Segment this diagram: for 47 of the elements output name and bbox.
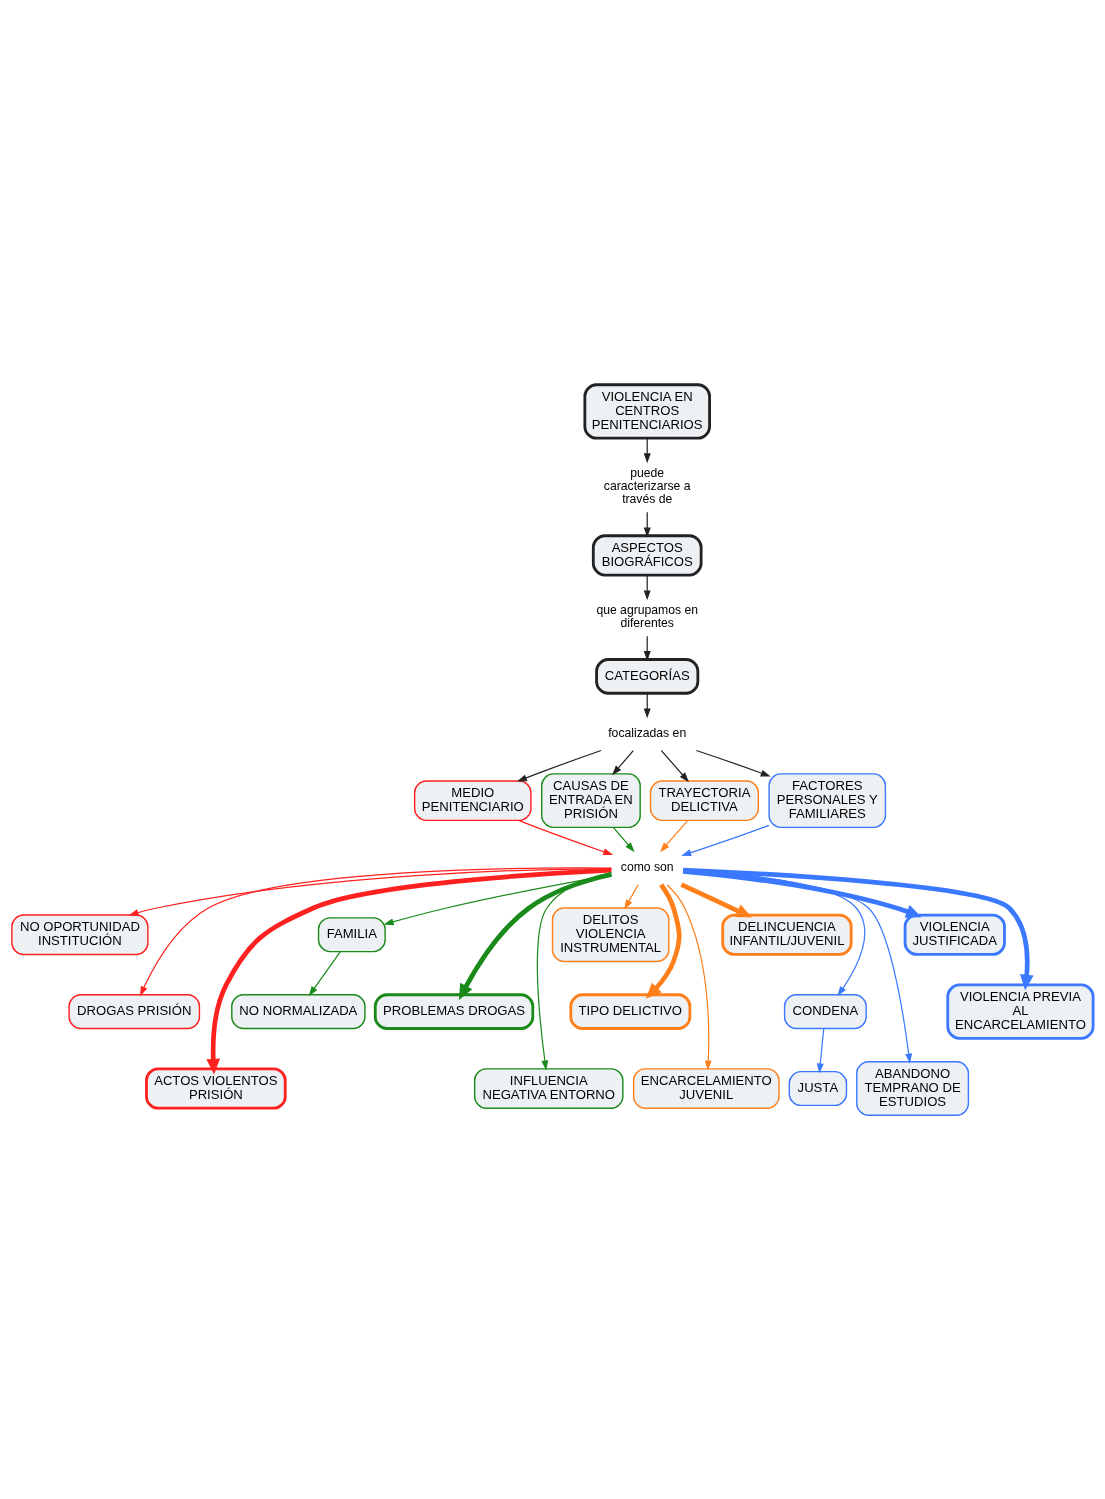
arrow (683, 867, 1034, 990)
node-box: VIOLENCIA EN CENTROS PENITENCIARIOS (583, 382, 711, 440)
node-box: ABANDONO TEMPRANO DE ESTUDIOS (856, 1060, 970, 1116)
arrow (682, 869, 913, 1064)
node-box: DELITOS VIOLENCIA INSTRUMENTAL (551, 906, 670, 962)
node-box: MEDIO PENITENCIARIO (413, 779, 532, 821)
node-box: FACTORES PERSONALES Y FAMILIARES (768, 772, 887, 828)
arrow (645, 882, 682, 999)
node-box: CONDENA (783, 993, 867, 1029)
arrow (680, 881, 752, 917)
node-box: JUSTA (788, 1070, 848, 1106)
arrow (660, 749, 689, 782)
node-box: ENCARCELAMIENTO JUVENIL (632, 1067, 780, 1109)
arrow (816, 1027, 825, 1073)
arrow (695, 749, 771, 777)
node-box: TRAYECTORIA DELICTIVA (649, 779, 760, 821)
node-box: ASPECTOS BIOGRÁFICOS (591, 533, 703, 576)
arrow (308, 950, 341, 996)
node-box: DROGAS PRISIÓN (68, 993, 201, 1029)
node-box: NO NORMALIZADA (231, 993, 366, 1029)
node-box: VIOLENCIA JUSTIFICADA (903, 913, 1006, 956)
node-box: CAUSAS DE ENTRADA EN PRISIÓN (541, 772, 641, 828)
node-box: ACTOS VIOLENTOS PRISIÓN (145, 1066, 287, 1110)
node-box: VIOLENCIA PREVIA AL ENCARCELAMIENTO (946, 983, 1095, 1040)
node-text: puede caracterizarse a través de (603, 465, 691, 506)
arrow (612, 749, 634, 775)
node-box: FAMILIA (317, 916, 386, 952)
arrow (681, 824, 770, 856)
node-box: NO OPORTUNIDAD INSTITUCIÓN (11, 913, 149, 955)
arrow (612, 826, 635, 852)
arrow (624, 883, 639, 910)
node-box: INFLUENCIA NEGATIVA ENTORNO (473, 1067, 624, 1109)
node-text: como son (620, 859, 674, 874)
node-box: PROBLEMAS DROGAS (373, 992, 535, 1030)
arrow (536, 871, 613, 1070)
arrow (518, 819, 614, 855)
node-box: DELINCUENCIA INFANTIL/JUVENIL (721, 913, 853, 956)
arrow (659, 819, 689, 852)
node-box: TIPO DELICTIVO (569, 992, 692, 1030)
node-text: focalizadas en (608, 725, 687, 740)
arrow (458, 871, 612, 1000)
node-box: CATEGORÍAS (595, 657, 700, 695)
arrow (516, 749, 602, 782)
node-text: que agrupamos en diferentes (596, 602, 699, 630)
arrow (666, 883, 712, 1070)
arrow (139, 866, 612, 996)
arrow (206, 867, 612, 1074)
